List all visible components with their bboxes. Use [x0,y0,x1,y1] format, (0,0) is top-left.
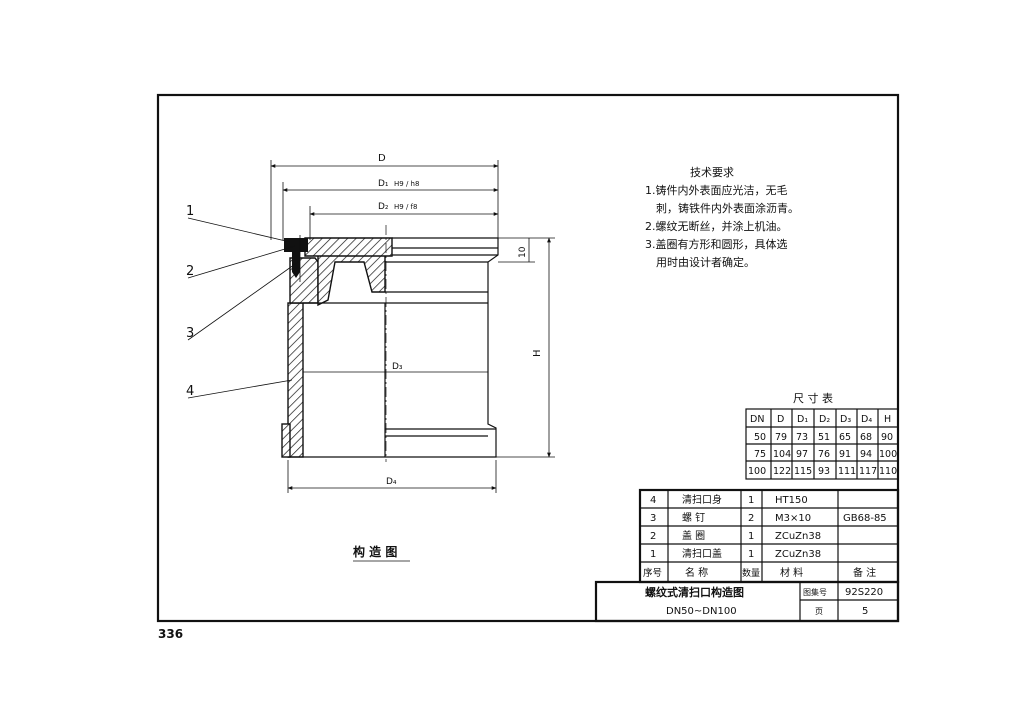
part-remark: GB68-85 [843,513,887,524]
callout-2: 2 [186,264,194,279]
part-qty: 1 [748,549,754,560]
dim-D4: D₄ [386,477,397,487]
dim-cell: 122 [773,466,791,477]
dim-H: H [532,349,543,357]
dim-header: H [884,414,891,425]
parts-header-remark: 备 注 [853,566,876,579]
dim-header: D₃ [840,414,851,425]
dim-header: D₄ [861,414,872,425]
dim-cell: 110 [879,466,897,477]
tech-req-line-2: 刺，铸铁件内外表面涂沥青。 [656,201,799,215]
dim-cell: 75 [754,449,766,460]
dim-header: D₂ [819,414,830,425]
dim-cell: 73 [796,432,808,443]
dim-cell: 76 [818,449,830,460]
parts-header-name: 名 称 [685,566,708,579]
dim-D3: D₃ [392,362,403,372]
part-no: 3 [650,513,656,524]
dim-cell: 68 [860,432,872,443]
dim-header: D₁ [797,414,808,425]
dim-cell: 51 [818,432,830,443]
dim-cell: 97 [796,449,808,460]
tech-req-title: 技术要求 [690,166,734,179]
dim-table-title: 尺 寸 表 [793,391,833,405]
part-no: 4 [650,495,656,506]
part-name: 清扫口盖 [682,547,722,560]
tech-req-line-5: 用时由设计者确定。 [656,255,755,269]
dim-cell: 100 [748,466,766,477]
dim-cell: 91 [839,449,851,460]
dim-D1-fit: H9 / h8 [394,180,419,188]
page-value: 5 [862,606,868,617]
part-qty: 1 [748,531,754,542]
parts-header-no: 序号 [643,567,662,579]
dim-cell: 115 [794,466,812,477]
dim-header: DN [750,414,764,425]
dim-cell: 93 [818,466,830,477]
part-no: 1 [650,549,656,560]
dim-D1: D₁ [378,179,389,189]
dim-10: 10 [518,246,528,258]
callout-1: 1 [186,204,194,219]
part-qty: 1 [748,495,754,506]
page-label: 页 [815,607,823,616]
dim-cell: 111 [838,466,856,477]
dim-cell: 104 [773,449,791,460]
parts-list [638,488,900,584]
dim-cell: 117 [859,466,877,477]
dim-D2-fit: H9 / f8 [394,203,417,211]
dim-D2: D₂ [378,202,389,212]
dim-D: D [378,153,386,164]
title-block-title: 螺纹式清扫口构造图 [645,585,744,599]
parts-header-qty: 数量 [742,567,760,579]
tech-req-line-1: 1.铸件内外表面应光洁，无毛 [645,183,788,197]
atlas-value: 92S220 [845,587,883,598]
dim-header: D [777,414,784,425]
dim-table [745,408,899,480]
part-material: ZCuZn38 [775,549,821,560]
drawing-caption: 构 造 图 [353,544,397,559]
parts-header-material: 材 料 [780,566,803,579]
sheet-border [156,93,900,623]
tech-req-line-4: 3.盖圈有方形和圆形，具体选 [645,237,788,251]
title-block [594,580,900,623]
dim-cell: 100 [879,449,897,460]
callout-4: 4 [186,384,194,399]
part-material: M3×10 [775,513,811,524]
part-name: 螺 钉 [682,512,705,524]
part-no: 2 [650,531,656,542]
dim-cell: 50 [754,432,766,443]
dim-cell: 65 [839,432,851,443]
part-qty: 2 [748,513,754,524]
part-name: 盖 圈 [682,529,705,542]
page-number: 336 [158,627,183,641]
part-material: HT150 [775,495,808,506]
atlas-label: 图集号 [803,587,827,597]
dim-cell: 79 [775,432,787,443]
part-name: 清扫口身 [682,493,722,506]
title-block-subtitle: DN50~DN100 [666,606,737,617]
section-drawing [187,160,555,493]
tech-req-line-3: 2.螺纹无断丝，并涂上机油。 [645,219,788,233]
callout-3: 3 [186,326,194,341]
part-material: ZCuZn38 [775,531,821,542]
dim-cell: 94 [860,449,872,460]
dim-cell: 90 [881,432,893,443]
